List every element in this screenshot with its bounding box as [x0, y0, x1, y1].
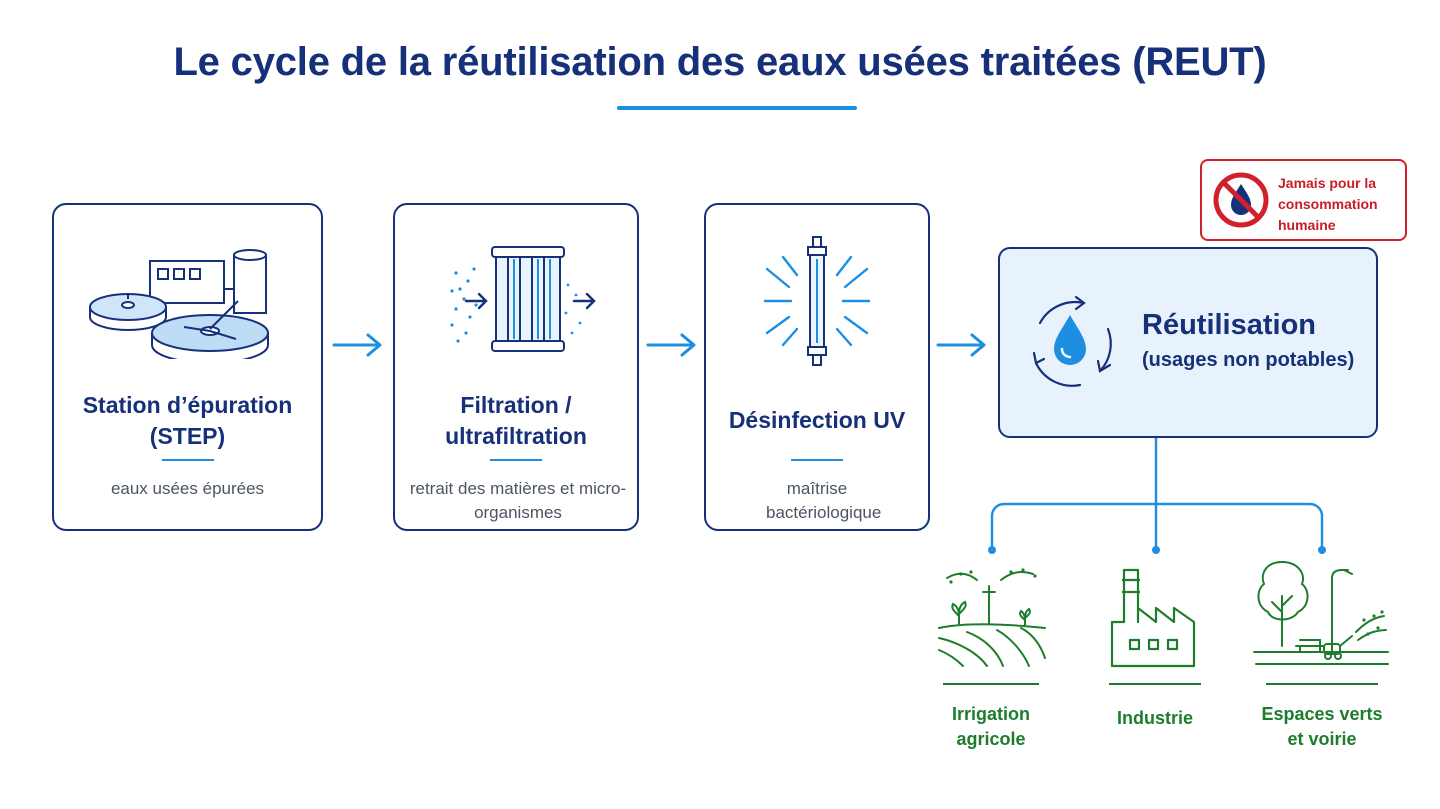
warning-text: Jamais pour la consommation humaine: [1278, 175, 1378, 233]
step-title: Filtration / ultrafiltration: [445, 392, 587, 449]
step-title: Désinfection UV: [728, 407, 906, 433]
step-card-filtration: Filtration / ultrafiltration retrait des…: [393, 203, 639, 531]
treatment-plant-icon: [54, 229, 321, 379]
step-divider: [791, 459, 843, 461]
uv-lamp-icon: [706, 229, 928, 379]
water-cycle-drop-icon: [1032, 295, 1112, 387]
title-underline: [617, 106, 857, 110]
step-card-step: Station d’épuration (STEP) eaux usées ép…: [52, 203, 323, 531]
step-card-uv: Désinfection UV maîtrise bactériologique: [704, 203, 930, 531]
reuse-subtitle: (usages non potables): [1142, 349, 1355, 371]
arrow-right-icon: [332, 333, 382, 357]
factory-icon: [1110, 568, 1196, 668]
arrow-right-icon: [936, 333, 986, 357]
park-icon: [1253, 560, 1389, 665]
use-divider: [1109, 683, 1201, 685]
irrigation-icon: [938, 568, 1046, 667]
use-label-industry: Industrie: [1116, 708, 1193, 728]
use-divider: [1266, 683, 1378, 685]
use-label-green-spaces: Espaces verts et voirie: [1261, 704, 1383, 749]
step-divider: [490, 459, 542, 461]
step-title: Station d’épuration (STEP): [82, 392, 293, 449]
reuse-box: Réutilisation (usages non potables): [998, 247, 1378, 438]
no-drinking-water-icon: [1213, 172, 1269, 228]
filtration-membrane-icon: [395, 229, 637, 379]
use-divider: [943, 683, 1039, 685]
branch-connector: [988, 438, 1326, 554]
reuse-title: Réutilisation: [1142, 309, 1317, 341]
step-description: eaux usées épurées: [110, 479, 265, 498]
diagram-title: Le cycle de la réutilisation des eaux us…: [173, 40, 1267, 84]
warning-badge: Jamais pour la consommation humaine: [1200, 159, 1407, 241]
step-divider: [161, 459, 214, 461]
use-label-irrigation: Irrigation agricole: [951, 704, 1030, 749]
step-description: maîtrise bactériologique: [766, 479, 882, 522]
arrow-right-icon: [646, 333, 696, 357]
step-description: retrait des matières et micro-organismes: [409, 479, 627, 522]
